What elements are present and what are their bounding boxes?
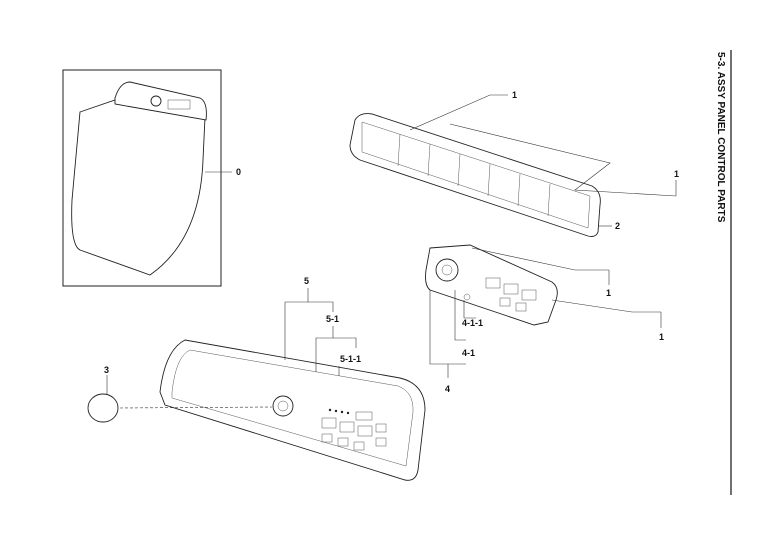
pcb-board xyxy=(425,244,558,326)
assembly-path-3 xyxy=(119,406,273,409)
panel-button-top xyxy=(355,411,373,421)
part-2-panel-frame xyxy=(349,94,677,237)
panel-led-3 xyxy=(340,410,344,414)
pcb-button-1 xyxy=(499,297,511,307)
callout-2: 2 xyxy=(615,221,620,231)
panel-button-5 xyxy=(375,437,387,447)
appliance-display xyxy=(167,99,191,110)
panel-button-2 xyxy=(337,437,349,447)
callout-1b: 1 xyxy=(674,169,679,179)
callout-3: 3 xyxy=(104,365,109,375)
section-title: 5-3. ASSY PANEL CONTROL PARTS xyxy=(715,52,726,223)
leader-1c xyxy=(471,247,609,271)
callout-4-1: 4-1 xyxy=(462,348,475,358)
callout-1c: 1 xyxy=(606,288,611,298)
rib-2 xyxy=(427,143,431,177)
callout-0: 0 xyxy=(236,167,241,177)
frame-outline xyxy=(349,113,601,237)
appliance-knob xyxy=(150,95,162,107)
leader-1a xyxy=(409,94,508,131)
leader-1b xyxy=(449,123,677,197)
frame-inner xyxy=(361,121,591,229)
rib-3 xyxy=(457,153,461,187)
knob-cap xyxy=(87,393,119,423)
pcb-button-2 xyxy=(515,302,527,312)
callout-1a: 1 xyxy=(512,90,517,100)
rib-4 xyxy=(487,163,491,197)
panel-led-2 xyxy=(334,409,338,413)
pcb-display-2 xyxy=(503,283,519,295)
bracket-5 xyxy=(284,301,334,360)
part-4-pcb-assembly xyxy=(425,244,662,378)
panel-led-1 xyxy=(328,408,332,412)
callout-4-1-1: 4-1-1 xyxy=(462,318,483,328)
panel-led-4 xyxy=(346,411,350,415)
bracket-4-1 xyxy=(454,290,466,341)
leader-1d xyxy=(551,299,661,313)
panel-display-1 xyxy=(321,417,337,429)
pcb-display-3 xyxy=(521,289,537,301)
rib-1 xyxy=(397,133,401,167)
part-0-assembly-inset xyxy=(62,69,232,287)
pcb-encoder xyxy=(435,258,459,282)
part-5-control-panel xyxy=(159,288,426,481)
rib-5 xyxy=(517,173,521,207)
panel-display-2 xyxy=(339,421,355,433)
pcb-led xyxy=(463,293,471,301)
rib-6 xyxy=(547,183,551,217)
callout-4: 4 xyxy=(445,384,450,394)
panel-button-4 xyxy=(375,423,387,433)
pcb-encoder-shaft xyxy=(441,264,453,276)
bracket-4-1-1 xyxy=(463,300,476,319)
panel-knob-center xyxy=(277,400,289,412)
callout-5: 5 xyxy=(304,276,309,286)
panel-knob-ring xyxy=(272,395,294,417)
appliance-body xyxy=(71,99,206,276)
bracket-5-1 xyxy=(315,337,357,372)
callout-5-1-1: 5-1-1 xyxy=(340,354,361,364)
panel-face xyxy=(171,349,414,467)
panel-button-1 xyxy=(321,433,333,443)
callout-1d: 1 xyxy=(659,332,664,342)
part-3-knob-cap xyxy=(87,375,273,423)
bracket-4 xyxy=(429,290,466,365)
pcb-display-1 xyxy=(485,277,501,289)
callout-5-1: 5-1 xyxy=(326,314,339,324)
panel-display-3 xyxy=(357,425,373,437)
panel-button-3 xyxy=(353,441,365,451)
